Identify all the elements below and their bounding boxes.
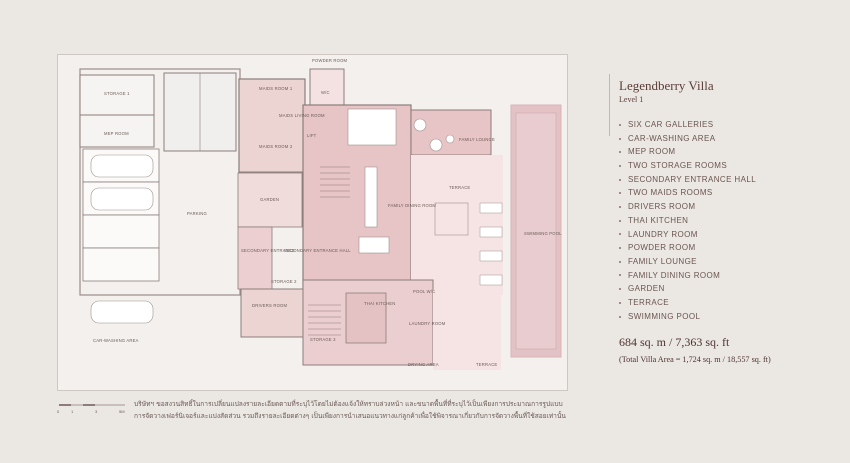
label-storage-2: STORAGE 2: [271, 279, 297, 284]
villa-level: Level 1: [619, 95, 644, 104]
bullet-icon: [619, 123, 621, 126]
feature-item: FAMILY DINING ROOM: [619, 269, 756, 283]
label-garden: GARDEN: [260, 197, 279, 202]
bullet-icon: [619, 164, 621, 167]
feature-item: CAR-WASHING AREA: [619, 132, 756, 146]
scale-tick-1: 1: [71, 409, 74, 414]
bullet-icon: [619, 247, 621, 250]
feature-item: FAMILY LOUNGE: [619, 255, 756, 269]
floor-plan-drawing: POWDER ROOM STORAGE 1 MEP ROOM PARKING C…: [79, 58, 562, 370]
label-drying-area: DRYING AREA: [408, 362, 439, 367]
label-mep-room: MEP ROOM: [104, 131, 129, 136]
label-wc: W/C: [321, 90, 330, 95]
scale-bar: 0 1 3 5M: [57, 404, 125, 414]
label-secondary-entrance: SECONDARY ENTRANCE: [241, 248, 295, 253]
bullet-icon: [619, 301, 621, 304]
bullet-icon: [619, 233, 621, 236]
bullet-icon: [619, 315, 621, 318]
label-car-washing-area: CAR-WASHING AREA: [93, 338, 139, 343]
label-powder-room: POWDER ROOM: [312, 58, 348, 63]
scale-tick-3: 3: [95, 409, 98, 414]
disclaimer: บริษัทฯ ขอสงวนสิทธิ์ในการเปลี่ยนแปลงรายล…: [134, 398, 574, 422]
label-secondary-entrance-hall: SECONDARY ENTRANCE HALL: [284, 248, 351, 253]
floor-plan: POWDER ROOM STORAGE 1 MEP ROOM PARKING C…: [57, 54, 568, 391]
feature-item: TERRACE: [619, 296, 756, 310]
feature-item: SWIMMING POOL: [619, 310, 756, 324]
feature-item: TWO STORAGE ROOMS: [619, 159, 756, 173]
area-summary: 684 sq. m / 7,363 sq. ft: [619, 335, 730, 349]
bullet-icon: [619, 192, 621, 195]
label-maids-living-room: MAIDS LIVING ROOM: [279, 113, 325, 118]
bullet-icon: [619, 151, 621, 154]
label-maids-room-1: MAIDS ROOM 1: [259, 86, 293, 91]
label-terrace: TERRACE: [449, 185, 470, 190]
label-storage-3: STORAGE 3: [310, 337, 336, 342]
feature-item: LAUNDRY ROOM: [619, 228, 756, 242]
feature-item: GARDEN: [619, 282, 756, 296]
bullet-icon: [619, 206, 621, 209]
accent-divider: [609, 74, 610, 136]
label-thai-kitchen: THAI KITCHEN: [364, 301, 395, 306]
bullet-icon: [619, 274, 621, 277]
bullet-icon: [619, 260, 621, 263]
feature-item: SECONDARY ENTRANCE HALL: [619, 173, 756, 187]
bullet-icon: [619, 288, 621, 291]
label-laundry-room: LAUNDRY ROOM: [409, 321, 446, 326]
label-storage-1: STORAGE 1: [104, 91, 130, 96]
label-drivers-room: DRIVERS ROOM: [252, 303, 288, 308]
feature-list: SIX CAR GALLERIES CAR-WASHING AREA MEP R…: [619, 118, 756, 323]
label-pool-wc: POOL W/C: [413, 289, 435, 294]
label-maids-room-2: MAIDS ROOM 2: [259, 144, 293, 149]
bullet-icon: [619, 178, 621, 181]
feature-item: POWDER ROOM: [619, 241, 756, 255]
feature-item: MEP ROOM: [619, 145, 756, 159]
label-terrace-2: TERRACE: [476, 362, 497, 367]
feature-item: DRIVERS ROOM: [619, 200, 756, 214]
label-parking: PARKING: [187, 211, 207, 216]
feature-item: THAI KITCHEN: [619, 214, 756, 228]
bullet-icon: [619, 219, 621, 222]
disclaimer-line-1: บริษัทฯ ขอสงวนสิทธิ์ในการเปลี่ยนแปลงรายล…: [134, 400, 563, 408]
total-area-summary: (Total Villa Area = 1,724 sq. m / 18,557…: [619, 355, 771, 364]
scale-tick-0: 0: [57, 409, 60, 414]
label-family-lounge: FAMILY LOUNGE: [459, 137, 495, 142]
scale-tick-5: 5M: [119, 409, 125, 414]
label-lift: LIFT: [307, 133, 317, 138]
bullet-icon: [619, 137, 621, 140]
feature-item: SIX CAR GALLERIES: [619, 118, 756, 132]
feature-item: TWO MAIDS ROOMS: [619, 186, 756, 200]
disclaimer-line-2: การจัดวางเฟอร์นิเจอร์และแบ่งสัดส่วน รวมถ…: [134, 412, 566, 420]
villa-title: Legendberry Villa: [619, 78, 714, 93]
label-family-dining-room: FAMILY DINING ROOM: [388, 203, 436, 208]
label-swimming-pool: SWIMMING POOL: [524, 231, 562, 236]
